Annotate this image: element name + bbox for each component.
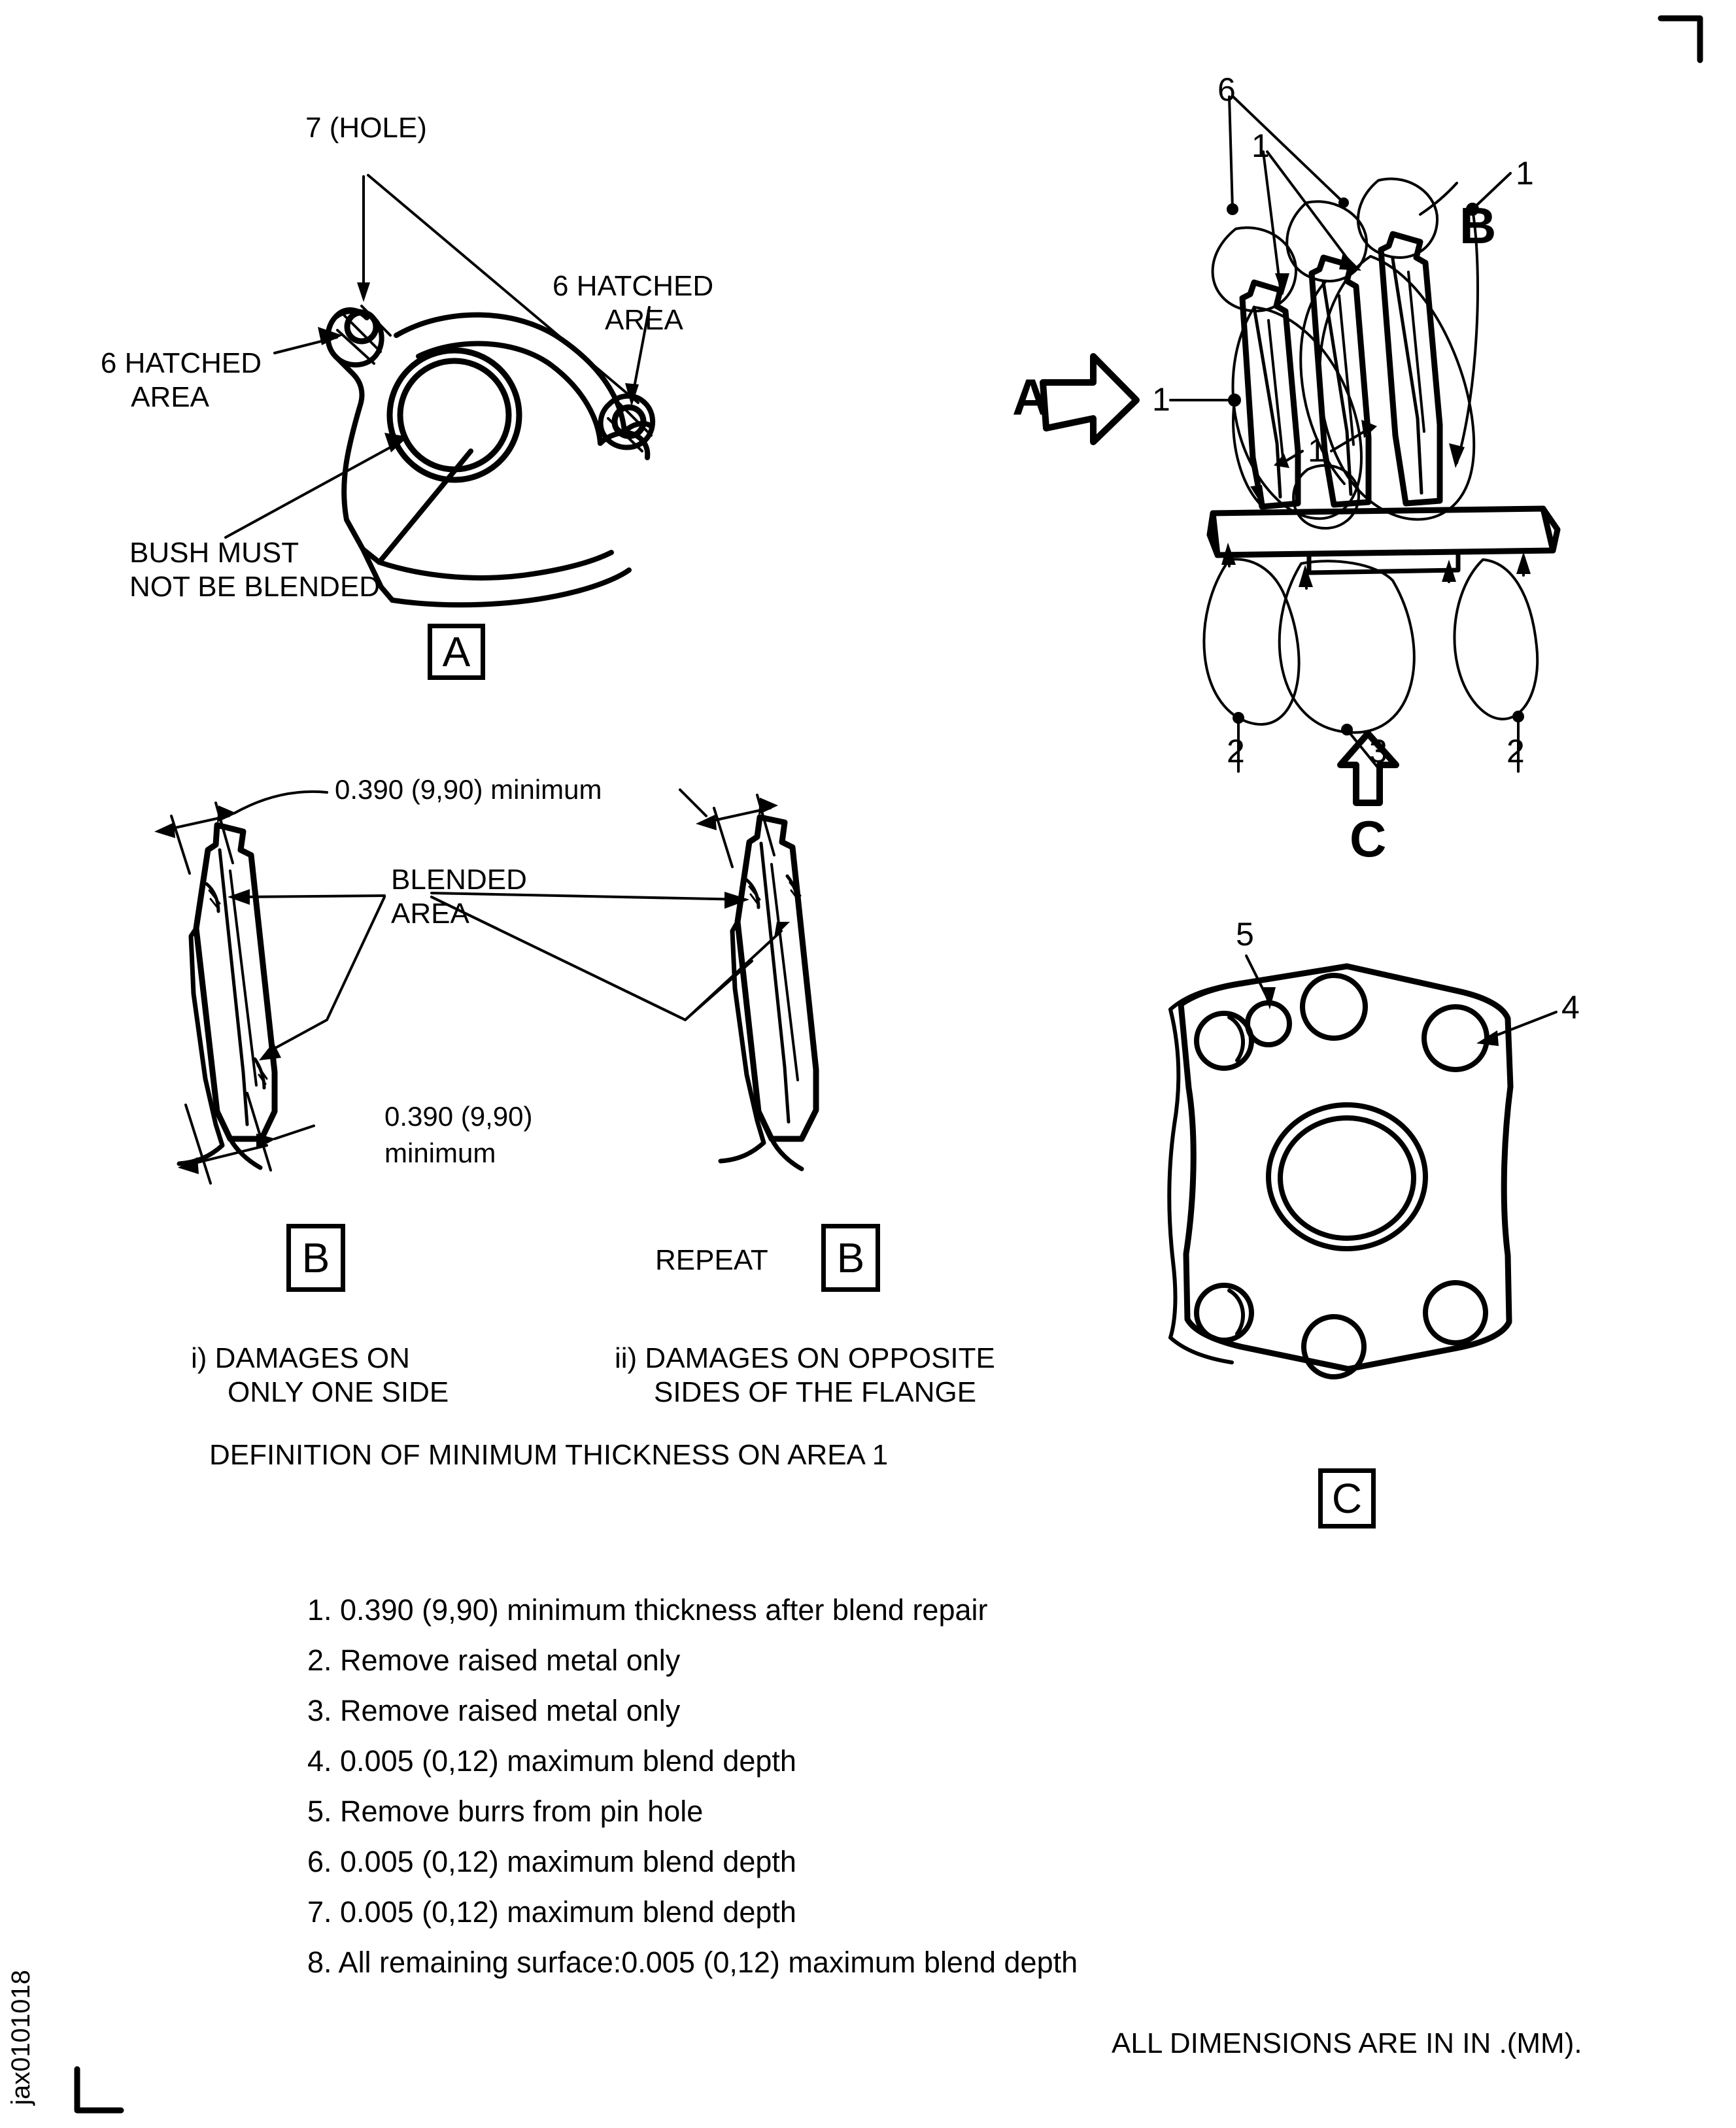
iso-item-6-label: 6 [1217,71,1236,108]
notes-list: 1. 0.390 (9,90) minimum thickness after … [307,1595,1550,1998]
iso-detail-b-label: B [1459,197,1497,254]
view-a-bush-line2: NOT BE BLENDED [129,571,381,603]
detail-b-definition-caption: DEFINITION OF MINIMUM THICKNESS ON AREA … [209,1439,889,1471]
view-a-hatched-left-line2: AREA [131,381,209,413]
view-a-hole-label: 7 (HOLE) [305,112,427,144]
iso-item-3-label: 3 [1369,733,1387,769]
view-c-holes-bottom [1194,1280,1488,1379]
view-c-part-outline [1167,963,1514,1372]
detail-b-dim-top: 0.390 (9,90) minimum [335,774,602,805]
detail-b-right-box-label: B [821,1224,880,1292]
iso-item-2-right-label: 2 [1506,733,1525,769]
detail-b-dim-bottom-line2: minimum [384,1138,496,1168]
detail-b-caption-i-line1: i) DAMAGES ON [191,1342,410,1374]
detail-b-right-dim-top [679,788,778,868]
iso-item-1-left-label: 1 [1152,381,1170,418]
note-item: 3. Remove raised metal only [307,1694,681,1727]
view-c-box-letter: C [1331,1475,1363,1522]
detail-b-repeat-label: REPEAT [655,1244,768,1276]
detail-b-right-blend-marks [745,874,802,909]
detail-b-left-box-label: B [286,1224,345,1292]
note-item: 7. 0.005 (0,12) maximum blend depth [307,1895,796,1929]
view-a-bush [386,347,522,483]
view-a-leader-bush [224,433,408,539]
detail-b-right-section [718,814,819,1172]
iso-view-a-arrow [1040,353,1140,445]
detail-b-left-dim-top [154,790,328,875]
iso-lower-loops [1202,558,1539,734]
note-item: 2. Remove raised metal only [307,1644,681,1677]
detail-b-dim-bottom-line1: 0.390 (9,90) [384,1101,533,1132]
view-a-hatched-right-line2: AREA [605,304,683,336]
detail-b-left-blend-leaders [228,889,386,1060]
view-a-bush-line1: BUSH MUST [129,537,299,569]
iso-view-c-arrow [1337,730,1399,806]
iso-vane-right [1378,231,1443,507]
note-item: 1. 0.390 (9,90) minimum thickness after … [307,1593,988,1627]
iso-detail-b-leader [1419,182,1458,216]
iso-vane-left [1239,279,1301,510]
view-a-part-outline [325,307,654,608]
footer-dimension-note: ALL DIMENSIONS ARE IN IN .(MM). [1112,2027,1582,2059]
iso-view-c-arrow-label: C [1350,810,1387,868]
note-item: 4. 0.005 (0,12) maximum blend depth [307,1744,796,1778]
view-c-item-5-label: 5 [1236,916,1254,953]
view-a-box-label: A [428,624,485,680]
view-a-box-letter: A [442,628,471,675]
detail-b-right-blend-leaders [430,892,790,1021]
view-c-holes-top [1194,973,1489,1072]
view-a-right-lug [598,393,656,452]
detail-b-left-dim-bottom [178,1092,315,1185]
detail-b-caption-ii-line1: ii) DAMAGES ON OPPOSITE [615,1342,995,1374]
corner-mark-top-right [1658,15,1703,63]
iso-item-1-mid-label: 1 [1308,432,1326,469]
corner-mark-bottom-left [74,2066,124,2114]
view-a-right-hole [611,404,647,439]
detail-b-caption-ii-line2: SIDES OF THE FLANGE [654,1376,977,1408]
detail-b-blended-line1: BLENDED [391,864,527,896]
iso-platform [1206,505,1561,575]
iso-view-a-arrow-label: A [1012,368,1049,426]
view-a-hatched-left-line1: 6 HATCHED [100,347,262,379]
view-c-leader-4 [1476,1011,1557,1046]
iso-item-1-right-label: 1 [1516,155,1534,192]
view-c-item-4-label: 4 [1561,989,1580,1026]
note-item: 5. Remove burrs from pin hole [307,1795,704,1828]
view-c-bore [1266,1102,1428,1251]
detail-b-blended-line2: AREA [391,898,469,930]
note-item: 8. All remaining surface:0.005 (0,12) ma… [307,1946,1078,1979]
detail-b-left-box-letter: B [301,1234,330,1281]
note-item: 6. 0.005 (0,12) maximum blend depth [307,1845,796,1878]
iso-item-1-top-label: 1 [1251,127,1270,164]
detail-b-caption-i-line2: ONLY ONE SIDE [228,1376,449,1408]
view-a-left-hole [344,309,379,345]
detail-b-left-section [177,822,278,1170]
view-c-box-label: C [1318,1468,1376,1528]
view-a-leader-hatched-left [273,327,343,354]
view-a-hatched-right-line1: 6 HATCHED [553,270,714,302]
view-c-leader-5 [1245,954,1276,1009]
view-a-left-lug [325,305,392,368]
detail-b-right-box-letter: B [836,1234,865,1281]
sheet-id: jax0101018 [7,1970,35,2105]
iso-item-2-left-label: 2 [1227,733,1245,769]
detail-b-left-blend-marks [205,882,268,1090]
iso-vane-ghost-outlines [1211,177,1476,530]
